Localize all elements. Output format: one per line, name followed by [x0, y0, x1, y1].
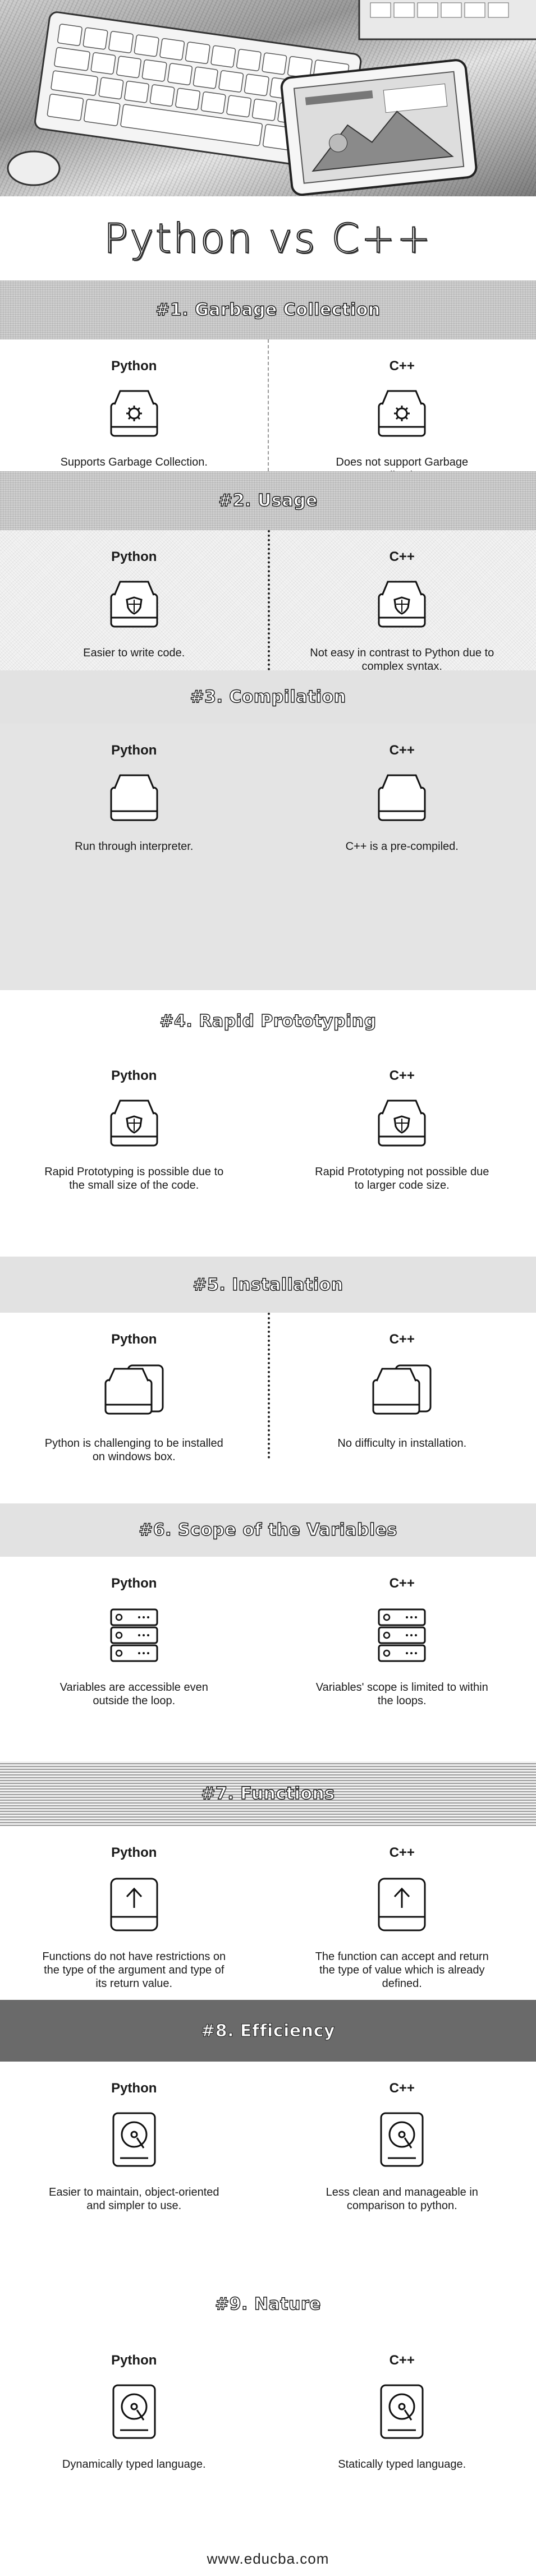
section-heading: #4. Rapid Prototyping — [0, 993, 536, 1049]
python-description: Dynamically typed language. — [62, 2458, 206, 2471]
cpp-description: Statically typed language. — [338, 2458, 466, 2471]
python-description: Easier to write code. — [83, 647, 185, 659]
section-heading: #7. Functions — [0, 1761, 536, 1826]
stacked-drives-icon — [98, 1360, 171, 1424]
server-icon — [371, 1604, 433, 1668]
python-description: Easier to maintain, object-oriented and … — [49, 2186, 219, 2212]
disk-drive-icon — [371, 2381, 433, 2445]
stacked-drives-icon — [365, 1360, 438, 1424]
shield-drive-icon — [103, 577, 165, 634]
section-heading: #5. Installation — [0, 1257, 536, 1313]
shield-drive-icon — [371, 1096, 433, 1153]
cpp-label: C++ — [389, 2081, 415, 2096]
python-description: Python is challenging to be installed on… — [44, 1437, 223, 1463]
cpp-description: Rapid Prototyping not possible due to la… — [315, 1166, 489, 1192]
python-label: Python — [111, 1068, 157, 1083]
cpp-column: C++ Statically typed language. — [268, 2334, 536, 2541]
cpp-description: The function can accept and return the t… — [315, 1951, 489, 1990]
python-label: Python — [111, 2353, 157, 2368]
cpp-column: C++ Variables' scope is limited to within… — [268, 1557, 536, 1707]
cpp-description: Variables' scope is limited to within th… — [315, 1681, 488, 1707]
cpp-description: C++ is a pre-compiled. — [345, 840, 459, 853]
cpp-description: Not easy in contrast to Python due to co… — [310, 647, 494, 673]
column-divider — [268, 530, 270, 670]
column-divider — [268, 1313, 270, 1459]
python-label: Python — [111, 549, 157, 564]
shield-drive-icon — [371, 577, 433, 634]
python-description: Variables are accessible even outside th… — [59, 1681, 208, 1707]
shield-drive-icon — [103, 1096, 165, 1153]
hero-photo — [0, 0, 536, 196]
python-description: Run through interpreter. — [75, 840, 194, 853]
drive-icon — [371, 771, 433, 827]
cpp-column: C++ Less clean and manageable in comparis… — [268, 2062, 536, 2275]
cpp-label: C++ — [389, 2353, 415, 2368]
cpp-label: C++ — [389, 1576, 415, 1591]
section-heading: #2. Usage — [0, 471, 536, 530]
cpp-column: C++ Not easy in contrast to Python due to… — [268, 530, 536, 673]
section-heading: #3. Compilation — [0, 670, 536, 724]
disk-drive-icon — [103, 2109, 165, 2173]
gear-drive-icon — [371, 387, 433, 443]
disk-drive-icon — [371, 2109, 433, 2173]
cpp-description: No difficulty in installation. — [337, 1437, 467, 1450]
cpp-label: C++ — [389, 1845, 415, 1860]
cpp-label: C++ — [389, 743, 415, 758]
python-description: Rapid Prototyping is possible due to the… — [44, 1166, 224, 1192]
python-description: Supports Garbage Collection. — [60, 456, 208, 468]
column-divider — [268, 339, 269, 471]
server-icon — [103, 1604, 165, 1668]
section-heading: #9. Nature — [0, 2275, 536, 2334]
cpp-label: C++ — [389, 549, 415, 564]
drive-icon — [103, 771, 165, 827]
cpp-column: C++ C++ is a pre-compiled. — [268, 724, 536, 990]
cpp-description: Less clean and manageable in comparison … — [326, 2186, 478, 2212]
gear-drive-icon — [103, 387, 165, 443]
python-label: Python — [111, 2081, 157, 2096]
python-label: Python — [111, 743, 157, 758]
cpp-label: C++ — [389, 1332, 415, 1347]
disk-drive-icon — [103, 2381, 165, 2445]
python-description: Functions do not have restrictions on th… — [42, 1951, 226, 1990]
cpp-column: C++ Rapid Prototyping not possible due to… — [268, 1049, 536, 1220]
page-title: Python vs C++ — [103, 214, 433, 263]
cpp-column: C++ The function can accept and return th… — [268, 1826, 536, 2000]
python-label: Python — [111, 1576, 157, 1591]
footer-url[interactable]: www.educba.com — [207, 2550, 329, 2567]
python-label: Python — [111, 358, 157, 374]
upload-drive-icon — [103, 1873, 165, 1938]
python-label: Python — [111, 1332, 157, 1347]
cpp-column: C++ No difficulty in installation. — [268, 1313, 536, 1459]
section-heading: #8. Efficiency — [0, 2000, 536, 2062]
cpp-label: C++ — [389, 1068, 415, 1083]
cpp-label: C++ — [389, 358, 415, 374]
upload-drive-icon — [371, 1873, 433, 1938]
cpp-column: C++Does not support Garbage Collection. — [268, 339, 536, 482]
section-heading: #6. Scope of the Variables — [0, 1503, 536, 1557]
python-label: Python — [111, 1845, 157, 1860]
section-heading: #1. Garbage Collection — [0, 280, 536, 339]
